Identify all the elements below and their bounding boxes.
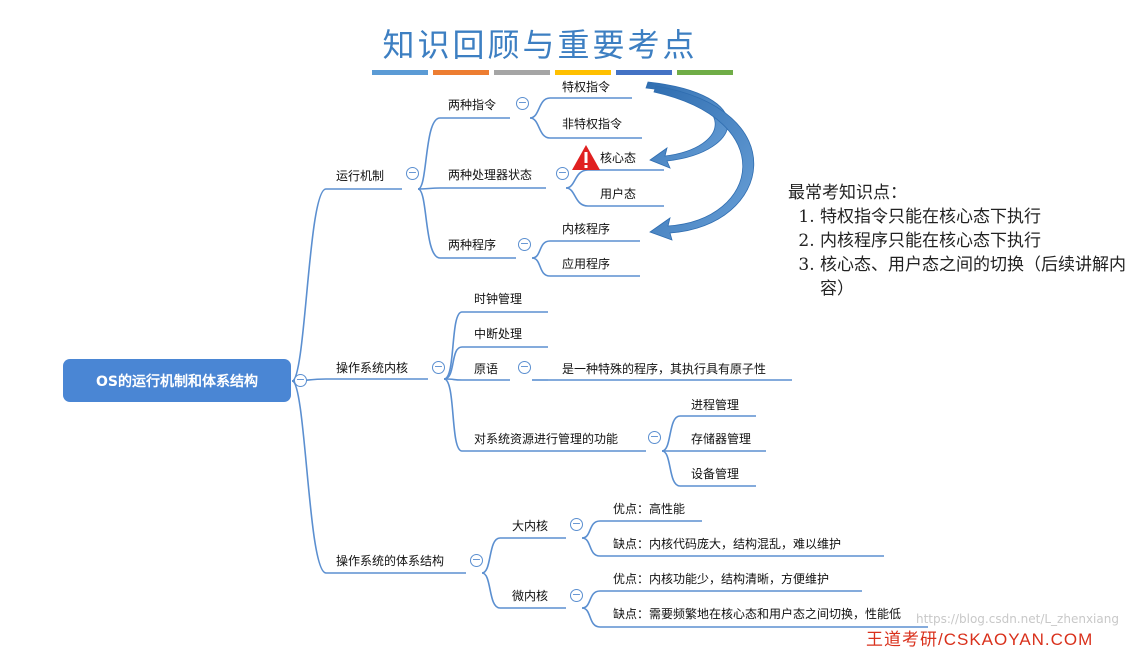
warning-icon — [572, 145, 600, 170]
node-os-architecture[interactable]: 操作系统的体系结构 — [336, 554, 445, 568]
collapse-toggle-macro[interactable]: − — [570, 517, 583, 531]
color-bar-orange — [433, 70, 489, 75]
node-memory-mgmt[interactable]: 存储器管理 — [691, 432, 752, 446]
title-color-bars — [372, 70, 733, 75]
node-process-mgmt[interactable]: 进程管理 — [691, 398, 740, 412]
key-point-2: 内核程序只能在核心态下执行 — [820, 229, 1128, 253]
node-user-mode[interactable]: 用户态 — [600, 187, 637, 201]
node-resource-mgmt[interactable]: 对系统资源进行管理的功能 — [474, 432, 619, 446]
color-bar-darkblue — [616, 70, 672, 75]
arrow-from-kernel-program — [649, 85, 755, 241]
collapse-toggle-micro[interactable]: − — [570, 588, 583, 602]
node-os-kernel[interactable]: 操作系统内核 — [336, 361, 409, 375]
key-point-3: 核心态、用户态之间的切换（后续讲解内容） — [820, 253, 1128, 301]
node-two-cpu-states[interactable]: 两种处理器状态 — [448, 168, 533, 182]
root-node[interactable]: OS的运行机制和体系结构 — [63, 359, 291, 402]
collapse-toggle-prog[interactable]: − — [518, 237, 531, 251]
node-kernel-program[interactable]: 内核程序 — [562, 222, 611, 236]
node-interrupt[interactable]: 中断处理 — [474, 327, 523, 341]
node-monolithic-con[interactable]: 缺点：内核代码庞大，结构混乱，难以维护 — [613, 537, 842, 551]
key-points-heading: 最常考知识点： — [788, 183, 907, 203]
collapse-toggle-arch[interactable]: − — [470, 553, 483, 567]
collapse-toggle-kernel[interactable]: − — [432, 360, 445, 374]
collapse-toggle-root[interactable]: − — [294, 373, 307, 387]
collapse-toggle-prim[interactable]: − — [518, 360, 531, 374]
color-bar-blue — [372, 70, 428, 75]
node-microkernel[interactable]: 微内核 — [512, 589, 549, 603]
color-bar-green — [677, 70, 733, 75]
collapse-toggle-res[interactable]: − — [648, 430, 661, 444]
collapse-toggle-instr[interactable]: − — [516, 96, 529, 110]
node-microkernel-pro[interactable]: 优点：内核功能少，结构清晰，方便维护 — [613, 572, 830, 586]
watermark-url: https://blog.csdn.net/L_zhenxiang — [916, 612, 1119, 626]
key-points-list: 特权指令只能在核心态下执行 内核程序只能在核心态下执行 核心态、用户态之间的切换… — [788, 205, 1128, 301]
color-bar-gray — [494, 70, 550, 75]
node-app-program[interactable]: 应用程序 — [562, 257, 611, 271]
node-monolithic-kernel[interactable]: 大内核 — [512, 519, 549, 533]
node-microkernel-con[interactable]: 缺点：需要频繁地在核心态和用户态之间切换，性能低 — [613, 607, 902, 621]
collapse-toggle-run[interactable]: − — [406, 166, 419, 180]
color-bar-yellow — [555, 70, 611, 75]
node-primitive[interactable]: 原语 — [474, 362, 499, 376]
node-device-mgmt[interactable]: 设备管理 — [691, 467, 740, 481]
collapse-toggle-state[interactable]: − — [556, 166, 569, 180]
node-kernel-mode[interactable]: 核心态 — [600, 151, 637, 165]
node-primitive-desc[interactable]: 是一种特殊的程序，其执行具有原子性 — [562, 362, 767, 376]
node-nonprivileged-instr[interactable]: 非特权指令 — [562, 117, 623, 131]
page-title: 知识回顾与重要考点 — [382, 26, 698, 64]
node-two-instructions[interactable]: 两种指令 — [448, 98, 497, 112]
node-privileged-instr[interactable]: 特权指令 — [562, 80, 611, 94]
key-point-1: 特权指令只能在核心态下执行 — [820, 205, 1128, 229]
node-two-programs[interactable]: 两种程序 — [448, 238, 497, 252]
node-run-mechanism[interactable]: 运行机制 — [336, 169, 385, 183]
node-clock-mgmt[interactable]: 时钟管理 — [474, 292, 523, 306]
node-monolithic-pro[interactable]: 优点：高性能 — [613, 502, 686, 516]
key-points-box: 最常考知识点： 特权指令只能在核心态下执行 内核程序只能在核心态下执行 核心态、… — [788, 181, 1128, 301]
brand-footer: 王道考研/CSKAOYAN.COM — [866, 630, 1094, 649]
